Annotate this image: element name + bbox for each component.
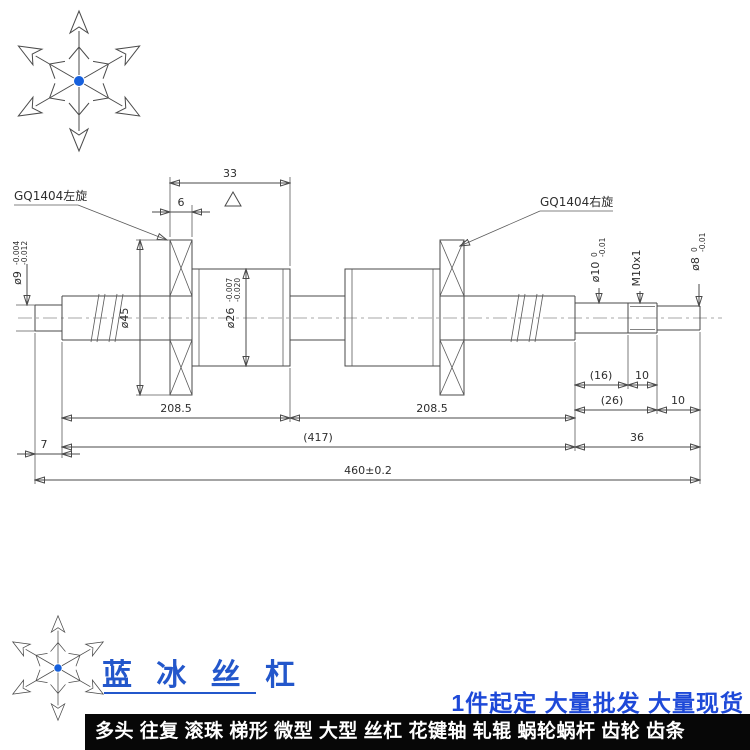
svg-text:36: 36 [630, 431, 644, 444]
dim-7: 7 [17, 438, 80, 454]
callout-left-label: GQ1404左旋 [14, 188, 87, 203]
svg-text:208.5: 208.5 [416, 402, 448, 415]
svg-text:460±0.2: 460±0.2 [344, 464, 392, 477]
callout-right-label: GQ1404右旋 [540, 194, 613, 209]
svg-text:0: 0 [690, 247, 699, 252]
promo-text: 1件起定 大量批发 大量现货 [451, 690, 744, 716]
svg-text:(16): (16) [590, 369, 613, 382]
svg-text:M10x1: M10x1 [630, 250, 643, 287]
callout-left-nut: GQ1404左旋 [14, 188, 167, 240]
callout-right-nut: GQ1404右旋 [460, 194, 613, 246]
dim-208: 208.5 208.5 [62, 402, 575, 418]
dim-dia9: ø9 -0.004 -0.012 [11, 241, 35, 332]
svg-text:-0.004: -0.004 [12, 241, 21, 265]
svg-text:ø10: ø10 [589, 262, 602, 283]
dim-16-10: (16) 10 [575, 369, 657, 385]
dim-dia10: ø10 0 -0.01 [589, 237, 607, 303]
svg-text:ø9: ø9 [11, 271, 24, 285]
note-triangle-icon [224, 190, 242, 207]
svg-text:ø26: ø26 [224, 308, 237, 329]
brand-underline [104, 692, 256, 694]
dim-dia45: ø45 [118, 240, 170, 395]
svg-text:ø8: ø8 [689, 257, 702, 271]
dim-dia26: ø26 -0.007 -0.020 [224, 269, 246, 366]
dim-dia8: ø8 0 -0.01 [689, 232, 707, 306]
svg-text:33: 33 [223, 167, 237, 180]
svg-text:ø45: ø45 [118, 308, 131, 329]
shaft-outline [34, 239, 701, 396]
dim-33: 33 [170, 167, 290, 266]
category-bar-text: 多头 往复 滚珠 梯形 微型 大型 丝杠 花键轴 轧辊 蜗轮蜗杆 齿轮 齿条 [95, 721, 686, 742]
category-bar: 多头 往复 滚珠 梯形 微型 大型 丝杠 花键轴 轧辊 蜗轮蜗杆 齿轮 齿条 [85, 714, 750, 750]
svg-text:-0.007: -0.007 [225, 278, 234, 302]
dim-417-36: (417) 36 [62, 431, 700, 447]
dim-total: 460±0.2 [35, 464, 700, 480]
svg-text:-0.012: -0.012 [20, 241, 29, 265]
snowflake-logo-icon [12, 10, 146, 152]
brand-name: 蓝 冰 丝 杠 [102, 659, 304, 692]
thread-marks [90, 293, 544, 343]
dim-26-10: (26) 10 [575, 394, 700, 410]
svg-text:208.5: 208.5 [160, 402, 192, 415]
svg-text:7: 7 [41, 438, 48, 451]
dim-m10x1: M10x1 [630, 250, 643, 304]
svg-text:(417): (417) [303, 431, 333, 444]
dim-6: 6 [152, 196, 210, 237]
svg-text:0: 0 [590, 252, 599, 257]
svg-text:10: 10 [671, 394, 685, 407]
svg-text:6: 6 [178, 196, 185, 209]
svg-text:-0.01: -0.01 [698, 232, 707, 252]
snowflake-logo-small-icon [8, 615, 108, 721]
svg-text:(26): (26) [601, 394, 624, 407]
svg-text:10: 10 [635, 369, 649, 382]
extension-lines [34, 332, 701, 484]
svg-text:-0.020: -0.020 [233, 278, 242, 302]
svg-text:-0.01: -0.01 [598, 237, 607, 257]
